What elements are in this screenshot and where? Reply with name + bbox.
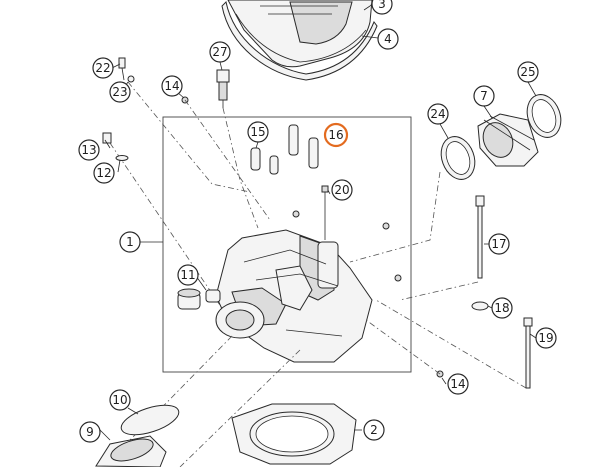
bolt-19 <box>523 317 533 389</box>
svg-text:15: 15 <box>250 125 265 139</box>
callout-14-upper: 14 <box>161 75 183 97</box>
callout-10: 10 <box>109 389 131 411</box>
callout-11: 11 <box>177 264 199 286</box>
callout-7: 7 <box>473 85 495 107</box>
svg-text:3: 3 <box>378 0 386 11</box>
callout-9: 9 <box>79 421 101 443</box>
cylinder-head <box>215 210 402 363</box>
callout-25: 25 <box>517 61 539 83</box>
intake-gasket <box>120 404 180 436</box>
svg-text:10: 10 <box>112 393 127 407</box>
svg-text:1: 1 <box>126 235 134 249</box>
valve-guides <box>250 124 319 175</box>
svg-text:25: 25 <box>520 65 535 79</box>
svg-text:23: 23 <box>112 85 127 99</box>
svg-text:12: 12 <box>96 166 111 180</box>
valve-cover <box>227 0 373 68</box>
washer-12 <box>115 155 129 161</box>
spark-plug <box>216 69 230 108</box>
callout-23: 23 <box>109 81 131 103</box>
bushing-11 <box>177 288 221 310</box>
svg-text:13: 13 <box>81 143 96 157</box>
svg-text:19: 19 <box>538 331 553 345</box>
svg-text:22: 22 <box>95 61 110 75</box>
callout-18: 18 <box>491 297 513 319</box>
head-gasket <box>231 403 357 465</box>
washer-18 <box>471 301 489 311</box>
callout-27: 27 <box>209 41 231 63</box>
callout-13: 13 <box>78 139 100 161</box>
valve-cover-gasket <box>221 0 378 81</box>
callout-14-lower: 14 <box>447 373 469 395</box>
svg-text:7: 7 <box>480 89 488 103</box>
callout-19: 19 <box>535 327 557 349</box>
svg-text:4: 4 <box>384 32 392 46</box>
callout-22: 22 <box>92 57 114 79</box>
svg-text:16: 16 <box>328 128 343 142</box>
washer-23 <box>127 75 135 83</box>
stud-17 <box>475 195 485 279</box>
callout-2: 2 <box>363 419 385 441</box>
callout-12: 12 <box>93 162 115 184</box>
hose-clamp-25 <box>526 94 562 138</box>
callout-1: 1 <box>119 231 141 253</box>
callout-16: 16 <box>323 122 349 148</box>
svg-text:27: 27 <box>212 45 227 59</box>
svg-text:2: 2 <box>370 423 378 437</box>
svg-text:17: 17 <box>491 237 506 251</box>
svg-text:18: 18 <box>494 301 509 315</box>
callout-17: 17 <box>488 233 510 255</box>
callout-20: 20 <box>331 179 353 201</box>
bolt-20 <box>321 185 329 240</box>
screw-axis-22 <box>127 81 251 193</box>
intake-rubber <box>95 435 167 467</box>
assembly-frame <box>162 116 412 373</box>
svg-text:20: 20 <box>334 183 349 197</box>
svg-text:24: 24 <box>430 107 445 121</box>
callout-3: 3 <box>371 0 393 15</box>
callout-24: 24 <box>427 103 449 125</box>
callout-15: 15 <box>247 121 269 143</box>
svg-text:14: 14 <box>450 377 465 391</box>
intake-flange <box>215 301 265 339</box>
hose-clamp-24 <box>440 136 476 180</box>
screw-22 <box>118 57 126 81</box>
svg-text:14: 14 <box>164 79 179 93</box>
svg-text:9: 9 <box>86 425 94 439</box>
callout-4: 4 <box>377 28 399 50</box>
svg-text:11: 11 <box>180 268 195 282</box>
intake-boot <box>477 113 539 167</box>
